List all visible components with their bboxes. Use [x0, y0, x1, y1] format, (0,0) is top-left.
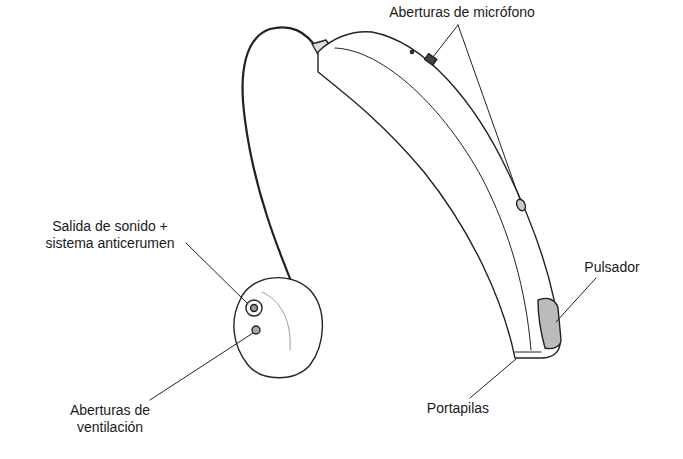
leader-line	[470, 359, 516, 398]
part-label: Aberturas de micrófono	[389, 4, 535, 21]
mould-contour	[262, 292, 290, 350]
leader-line	[150, 333, 253, 400]
part-label: Pulsador	[584, 259, 639, 276]
part-label: Portapilas	[427, 400, 489, 417]
leader-line	[433, 25, 458, 57]
part-label: Salida de sonido + sistema anticerumen	[40, 218, 180, 252]
wax-guard	[251, 305, 258, 312]
housing-seam	[335, 48, 531, 350]
sound-tube	[243, 27, 318, 298]
ear-mould	[234, 278, 323, 378]
leader-lines	[150, 25, 596, 400]
sound-outlet	[246, 300, 262, 316]
part-label: Aberturas de ventilación	[60, 402, 160, 436]
housing	[318, 32, 560, 358]
push-button	[538, 298, 561, 348]
battery-door-line	[515, 352, 541, 353]
leader-line	[458, 25, 520, 200]
microphone-dot	[410, 50, 413, 53]
microphone-opening	[515, 198, 527, 212]
leader-line	[186, 243, 248, 304]
leader-line	[556, 278, 596, 322]
microphone-opening	[425, 54, 437, 65]
